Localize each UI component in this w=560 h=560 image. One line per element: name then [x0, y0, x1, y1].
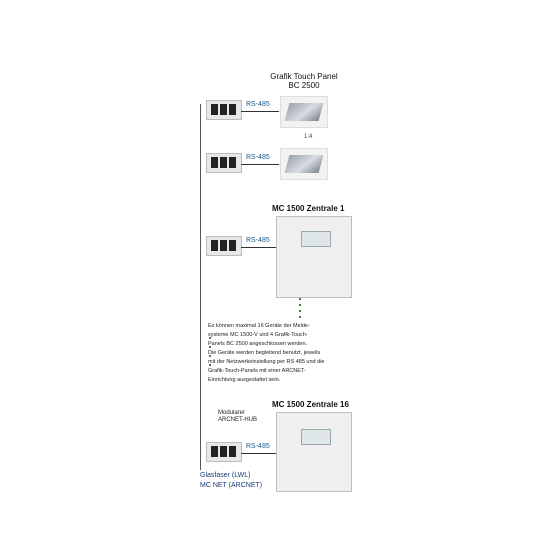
connection-line-b — [241, 164, 279, 165]
touch-panel-b — [280, 148, 328, 180]
touch-panel-a — [280, 96, 328, 128]
note-line: Grafik-Touch-Panels mit einer ARCNET- — [208, 368, 306, 374]
central-16-title: MC 1500 Zentrale 16 — [272, 400, 349, 409]
backbone-line — [200, 104, 201, 470]
fiber-label-line1: Glasfaser (LWL) — [200, 472, 251, 479]
central-1-cabinet — [276, 216, 352, 298]
bus-label-central-16: RS-485 — [246, 443, 270, 450]
hub-label-line2: ARCNET-HUB — [218, 417, 258, 423]
bus-label-central-1: RS-485 — [246, 237, 270, 244]
central-1-title: MC 1500 Zentrale 1 — [272, 204, 345, 213]
connection-line-central-16 — [241, 453, 276, 454]
fiber-label: Glasfaser (LWL) MC NET (ARCNET) — [200, 471, 262, 491]
arcnet-module-b — [206, 153, 242, 173]
note-line: mit der Netzwerkeinstellung per RS 485 u… — [208, 359, 325, 365]
central-16-cabinet — [276, 412, 352, 492]
note-line: Es können maximal 16 Geräte der Melde- — [208, 323, 310, 329]
bus-label-panel-a: RS-485 — [246, 101, 270, 108]
connection-line-central-1 — [241, 247, 276, 248]
note-line: Einrichtung ausgestattet sein. — [208, 377, 281, 383]
info-note: Es können maximal 16 Geräte der Melde- s… — [208, 322, 358, 385]
connector-label: 1:4 — [304, 134, 313, 140]
panel-title: Grafik Touch Panel BC 2500 — [248, 72, 360, 90]
panel-title-line1: Grafik Touch Panel — [270, 72, 338, 81]
arcnet-module-central-1 — [206, 236, 242, 256]
bus-label-panel-b: RS-485 — [246, 154, 270, 161]
fiber-label-line2: MC NET (ARCNET) — [200, 482, 263, 489]
arcnet-hub-module — [206, 442, 242, 462]
connection-line-a — [241, 111, 279, 112]
note-line: systeme MC 1500-V und 4 Grafik-Touch- — [208, 332, 308, 338]
arcnet-module-a — [206, 100, 242, 120]
note-line: Die Geräte werden begleitend benutzt, je… — [208, 350, 321, 356]
panel-title-line2: BC 2500 — [288, 81, 320, 90]
hub-label-line1: Modularer — [218, 410, 246, 416]
hub-label: Modularer ARCNET-HUB — [218, 410, 257, 424]
note-line: Panels BC 2500 angeschlossen werden. — [208, 341, 308, 347]
